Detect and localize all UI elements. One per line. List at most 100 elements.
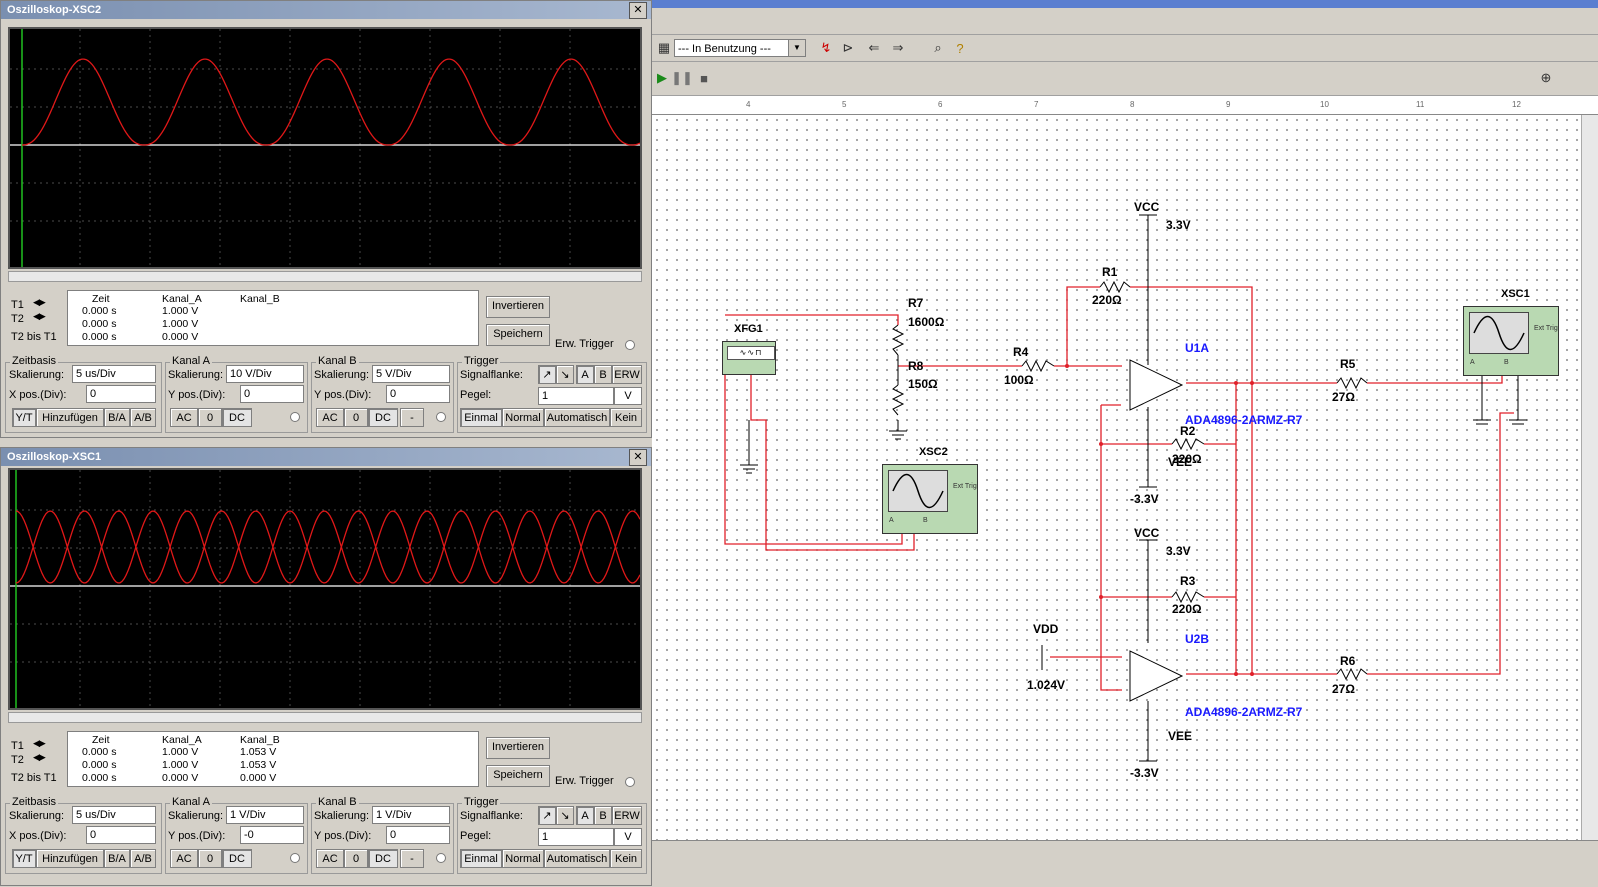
automatisch-button[interactable]: Automatisch [544,408,610,427]
zeitbasis-scale-input[interactable]: 5 us/Div [72,365,156,383]
kanal-a-zero-button[interactable]: 0 [198,849,222,868]
kanal-b-ac-button[interactable]: AC [316,849,344,868]
falling-edge-icon[interactable]: ↘ [556,806,574,825]
kanal-b-ypos-input[interactable]: 0 [386,385,450,403]
einmal-button[interactable]: Einmal [460,849,502,868]
trigger-erw-button[interactable]: ERW [612,806,642,825]
normal-button[interactable]: Normal [502,408,544,427]
find-icon[interactable]: ⌕ [934,40,942,55]
kanal-b-dc-button[interactable]: DC [368,408,398,427]
stop-icon[interactable]: ■ [700,70,708,86]
xpos-input[interactable]: 0 [86,826,156,844]
kanal-a-ypos-input[interactable]: -0 [240,826,304,844]
rising-edge-icon[interactable]: ↗ [538,365,556,384]
oscilloscope-xsc1[interactable]: Ext Trig A B [1463,306,1559,376]
ab-button[interactable]: A/B [130,849,156,868]
horizontal-scrollbar[interactable] [8,712,642,723]
add-button[interactable]: Hinzufügen [36,849,104,868]
falling-edge-icon[interactable]: ↘ [556,365,574,384]
kanal-a-group: Kanal A Skalierung: 10 V/Div Y pos.(Div)… [165,355,308,433]
window-title-bar: Oszilloskop-XSC2 ✕ [1,1,651,19]
add-button[interactable]: Hinzufügen [36,408,104,427]
t1-arrows[interactable]: ◀▶ [33,297,46,307]
vertical-scrollbar[interactable] [1581,115,1598,840]
kanal-b-dc-button[interactable]: DC [368,849,398,868]
component-icon[interactable]: ▦ [657,40,671,55]
pegel-input[interactable]: 1 [538,828,614,846]
t1-arrows[interactable]: ◀▶ [33,738,46,748]
t2-label: T2 [11,754,24,766]
instrument-icon[interactable]: ⊳ [842,40,854,55]
kanal-a-title: Kanal A [170,355,212,367]
kanal-b-ypos-input[interactable]: 0 [386,826,450,844]
oscilloscope-xsc2[interactable]: Ext Trig A B [882,464,978,534]
horizontal-scrollbar[interactable] [8,271,642,282]
ext-trigger-radio[interactable] [625,340,635,350]
trigger-b-button[interactable]: B [594,806,612,825]
kanal-b-zero-button[interactable]: 0 [344,849,368,868]
automatisch-button[interactable]: Automatisch [544,849,610,868]
kanal-b-radio[interactable] [436,412,446,422]
invert-button[interactable]: Invertieren [486,296,550,318]
t2-arrows[interactable]: ◀▶ [33,752,46,762]
ext-trigger-radio[interactable] [625,777,635,787]
kanal-b-minus-button[interactable]: - [400,849,424,868]
kanal-b-minus-button[interactable]: - [400,408,424,427]
kanal-b-scale-input[interactable]: 1 V/Div [372,806,450,824]
save-button[interactable]: Speichern [486,324,550,346]
in-use-combo[interactable]: --- In Benutzung --- ▼ [674,39,806,57]
schematic-canvas[interactable]: VCC 3.3V R1 220Ω R7 1600Ω R8 150Ω R4 100… [652,115,1582,840]
ba-button[interactable]: B/A [104,408,130,427]
kanal-b-radio[interactable] [436,853,446,863]
close-icon[interactable]: ✕ [629,2,647,19]
back-annotate-icon[interactable]: ⇐ [868,40,880,55]
einmal-button[interactable]: Einmal [460,408,502,427]
yt-button[interactable]: Y/T [12,408,36,427]
trigger-a-button[interactable]: A [576,365,594,384]
pegel-unit[interactable]: V [614,828,642,846]
kanal-a-ac-button[interactable]: AC [170,849,198,868]
kanal-b-scale-input[interactable]: 5 V/Div [372,365,450,383]
run-icon[interactable]: ▶ [657,70,667,85]
yt-button[interactable]: Y/T [12,849,36,868]
kanal-a-ypos-input[interactable]: 0 [240,385,304,403]
t1-zeit: 0.000 s [82,305,117,317]
pegel-unit[interactable]: V [614,387,642,405]
kein-button[interactable]: Kein [610,849,642,868]
forward-annotate-icon[interactable]: ⇒ [892,40,904,55]
kanal-a-scale-input[interactable]: 1 V/Div [226,806,304,824]
xfg1-label: XFG1 [734,323,763,335]
kanal-a-ac-button[interactable]: AC [170,408,198,427]
help-icon[interactable]: ? [956,40,964,56]
trigger-a-button[interactable]: A [576,806,594,825]
pause-icon[interactable]: ❚❚ [671,70,693,85]
kanal-a-dc-button[interactable]: DC [222,408,252,427]
kanal-a-radio[interactable] [290,853,300,863]
normal-button[interactable]: Normal [502,849,544,868]
close-icon[interactable]: ✕ [629,449,647,466]
u1a-part-label: ADA4896-2ARMZ-R7 [1185,413,1303,427]
ab-button[interactable]: A/B [130,408,156,427]
zeitbasis-scale-label: Skalierung: [9,810,65,822]
kanal-b-zero-button[interactable]: 0 [344,408,368,427]
toolbar-main: ▦ --- In Benutzung --- ▼ ↯ ⊳ ⇐ ⇒ ⌕ ? [652,35,1598,62]
zoom-in-icon[interactable]: ⊕ [1540,70,1552,85]
kanal-a-radio[interactable] [290,412,300,422]
t2-arrows[interactable]: ◀▶ [33,311,46,321]
trigger-b-button[interactable]: B [594,365,612,384]
trigger-erw-button[interactable]: ERW [612,365,642,384]
kanal-a-zero-button[interactable]: 0 [198,408,222,427]
zeitbasis-scale-input[interactable]: 5 us/Div [72,806,156,824]
pegel-input[interactable]: 1 [538,387,614,405]
probe-icon[interactable]: ↯ [820,40,832,55]
kanal-b-ac-button[interactable]: AC [316,408,344,427]
xpos-input[interactable]: 0 [86,385,156,403]
ba-button[interactable]: B/A [104,849,130,868]
save-button[interactable]: Speichern [486,765,550,787]
rising-edge-icon[interactable]: ↗ [538,806,556,825]
kanal-a-dc-button[interactable]: DC [222,849,252,868]
function-generator-xfg1[interactable]: ∿∿⊓ [722,341,776,375]
kanal-a-scale-input[interactable]: 10 V/Div [226,365,304,383]
kein-button[interactable]: Kein [610,408,642,427]
invert-button[interactable]: Invertieren [486,737,550,759]
